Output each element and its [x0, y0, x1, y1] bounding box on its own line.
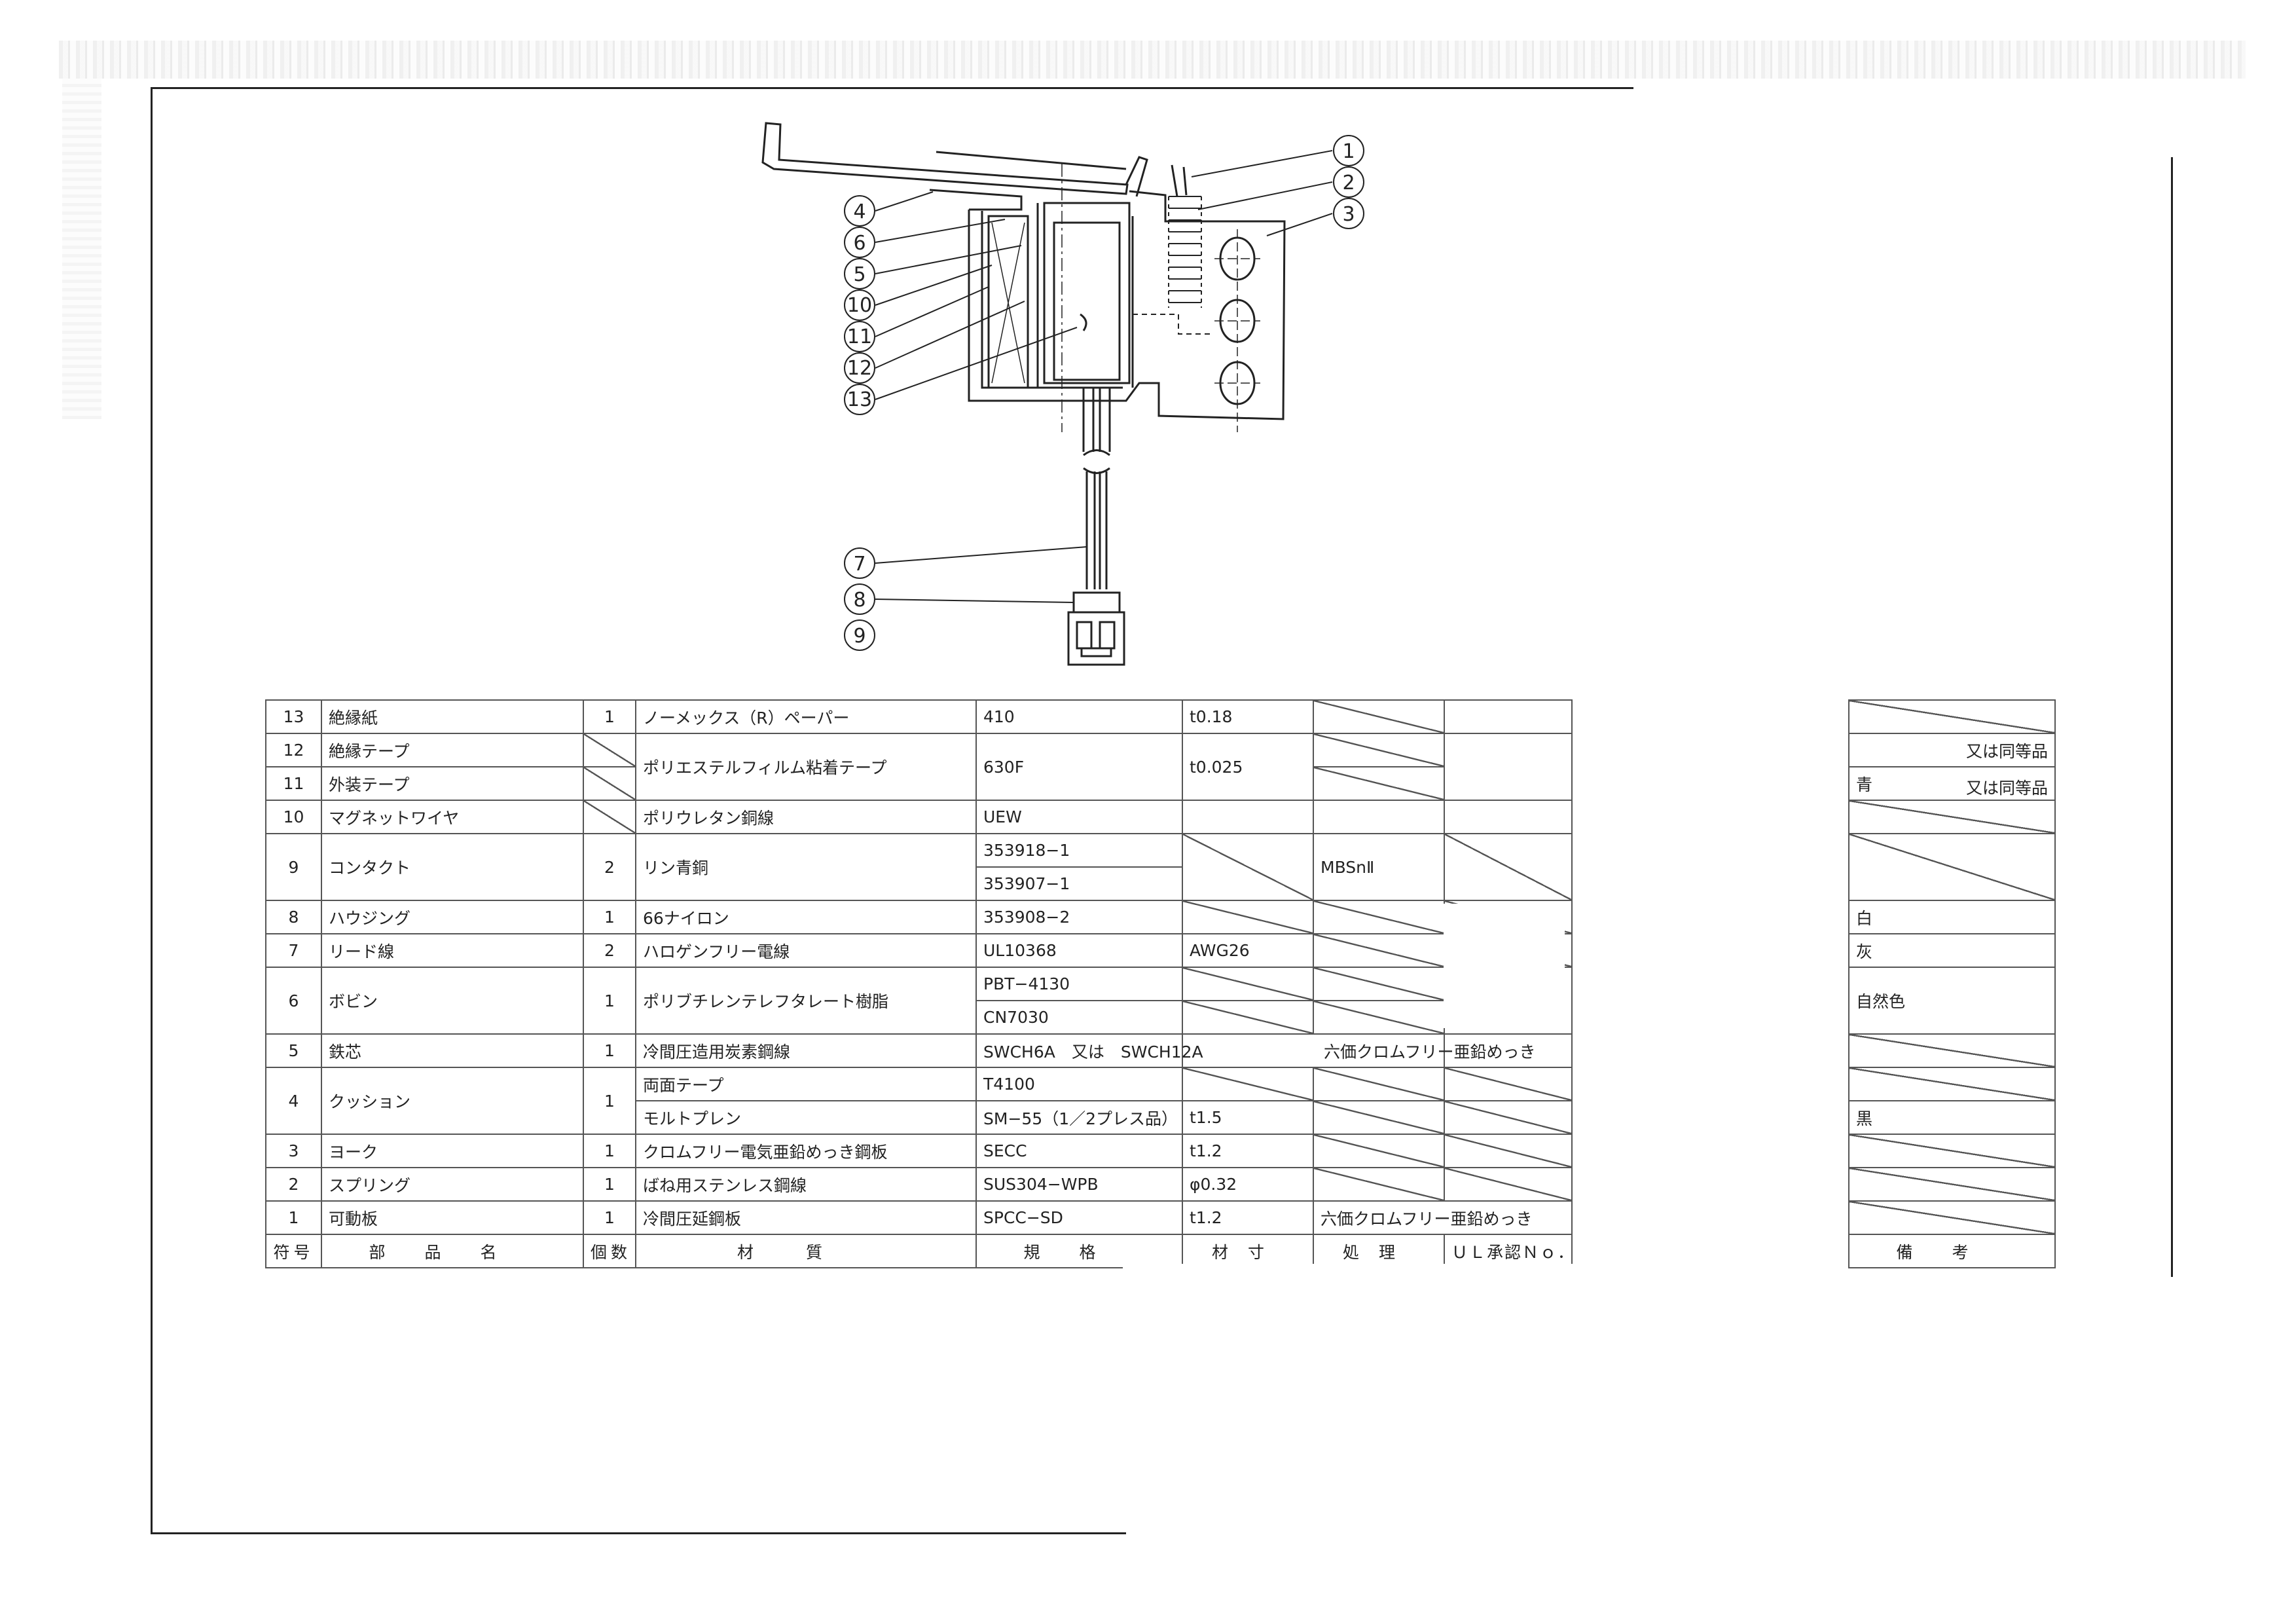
- table-row: [1848, 699, 2056, 734]
- table-row: 5 鉄芯 1 冷間圧造用炭素鋼線 SWCH6A 又は SWCH12A 六価クロム…: [265, 1033, 1573, 1068]
- callout-4: 4: [844, 195, 875, 227]
- table-row: CN7030: [266, 1000, 1572, 1035]
- movable-plate: [761, 122, 1129, 195]
- svg-text:2: 2: [1342, 172, 1355, 194]
- yoke: [968, 190, 1286, 420]
- parts-table: 13 絶縁紙 1 ノーメックス（R）ペーパー 410 t0.18 12 絶縁テー…: [265, 699, 1574, 1268]
- table-row: 7 リード線 2 ハロゲンフリー電線 UL10368 AWG26: [265, 933, 1573, 968]
- remarks-table: 又は同等品 青又は同等品 白 灰 自然色 黒 備考: [1848, 699, 2056, 1268]
- table-row: 3 ヨーク 1 クロムフリー電気亜鉛めっき鋼板 SECC t1.2: [265, 1134, 1573, 1168]
- table-header-row: 符号 部品名 個数 材質 規格 材寸 処理 ＵＬ承認Ｎｏ．: [265, 1234, 1574, 1268]
- table-row: [1848, 1067, 2056, 1101]
- table-row: 13 絶縁紙 1 ノーメックス（R）ペーパー 410 t0.18: [265, 699, 1573, 734]
- svg-text:7: 7: [853, 553, 866, 576]
- table-row: 12 絶縁テープ ポリエステルフィルム粘着テープ 630F t0.025: [265, 733, 1573, 801]
- table-row: 1 可動板 1 冷間圧延鋼板 SPCC−SD t1.2 六価クロムフリー亜鉛めっ…: [265, 1200, 1573, 1235]
- svg-text:6: 6: [853, 232, 866, 255]
- table-header-row: 備考: [1848, 1234, 2056, 1268]
- frame-bottom-line: [151, 1532, 1126, 1534]
- table-row: 青又は同等品: [1848, 766, 2056, 801]
- iron-core: [1053, 221, 1121, 381]
- table-row: 2 スプリング 1 ばね用ステンレス鋼線 SUS304−WPB φ0.32: [265, 1167, 1573, 1202]
- callout-8: 8: [844, 583, 875, 615]
- callout-7: 7: [844, 547, 875, 579]
- callout-12: 12: [844, 352, 875, 384]
- svg-text:5: 5: [853, 263, 866, 286]
- svg-text:9: 9: [853, 625, 866, 648]
- callout-6: 6: [844, 227, 875, 258]
- table-row: 又は同等品: [1848, 733, 2056, 767]
- scan-noise-left: [62, 79, 101, 419]
- housing: [1072, 591, 1121, 614]
- table-row: [1848, 1167, 2056, 1202]
- svg-text:10: 10: [847, 294, 872, 317]
- svg-text:11: 11: [847, 325, 872, 348]
- table-row: モルトプレン SM−55（1／2プレス品） t1.5: [266, 1100, 1573, 1135]
- callout-13: 13: [844, 384, 875, 415]
- callout-10: 10: [844, 289, 875, 321]
- frame-top-line: [151, 87, 1633, 89]
- table-row: 6 ボビン 1 ポリブチレンテレフタレート樹脂 PBT−4130: [265, 967, 1573, 1035]
- lead-wires: [1082, 388, 1111, 452]
- table-row: 353907−1: [266, 866, 1572, 901]
- frame-left-line: [151, 87, 153, 1534]
- table-row: 10 マグネットワイヤ ポリウレタン銅線 UEW: [265, 800, 1573, 834]
- callout-11: 11: [844, 321, 875, 352]
- redacted-area: [1444, 904, 1565, 1028]
- callout-3: 3: [1333, 198, 1364, 229]
- svg-text:13: 13: [847, 388, 872, 411]
- svg-text:4: 4: [853, 200, 866, 223]
- table-row: 9 コンタクト 2 リン青銅 353918−1 MBSnⅡ: [265, 833, 1573, 901]
- frame-right-line: [2171, 157, 2173, 1277]
- svg-text:1: 1: [1342, 140, 1355, 163]
- callout-5: 5: [844, 258, 875, 289]
- svg-text:3: 3: [1342, 203, 1355, 226]
- table-row: 4 クッション 1 両面テープ T4100: [265, 1067, 1573, 1135]
- callout-2: 2: [1333, 166, 1364, 198]
- table-row: [1848, 1200, 2056, 1235]
- table-row: 黒: [1848, 1100, 2056, 1135]
- bobbin: [987, 215, 1029, 389]
- table-row: 11 外装テープ: [265, 766, 1572, 801]
- table-row: [1848, 800, 2056, 834]
- callout-1: 1: [1333, 135, 1364, 166]
- callout-9: 9: [844, 619, 875, 651]
- table-row: [1848, 1033, 2056, 1068]
- svg-text:12: 12: [847, 357, 872, 380]
- redacted-area: [1123, 1264, 1575, 1310]
- table-row: [1848, 1134, 2056, 1168]
- table-row: 8 ハウジング 1 66ナイロン 353908−2: [265, 900, 1573, 934]
- spring: [1133, 196, 1211, 335]
- scan-noise-top: [59, 41, 2246, 79]
- table-row: 白: [1848, 900, 2056, 934]
- table-row: 灰: [1848, 933, 2056, 968]
- svg-text:8: 8: [853, 589, 866, 612]
